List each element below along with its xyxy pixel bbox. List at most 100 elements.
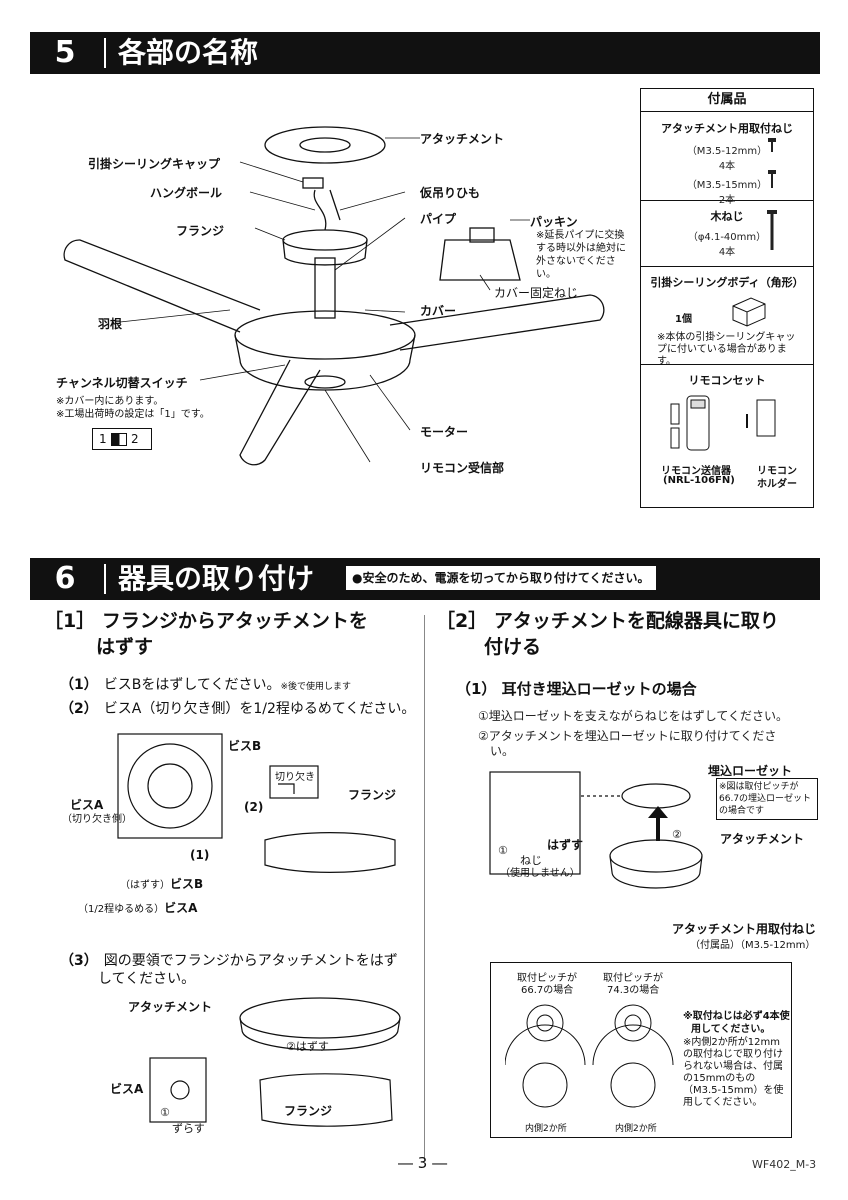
label-temp-string: 仮吊りひも (420, 186, 481, 200)
pitch-note-2: ※内側2か所が12mmの取付ねじで取り付けられない場合は、付属の15mmのもの（… (683, 1037, 784, 1108)
accessories-box: 付属品 アタッチメント用取付ねじ （M3.5-12mm） 4本 （M3.5-15… (640, 88, 814, 508)
switch-pos-1: 1 (99, 432, 107, 446)
fig3-flange: フランジ (284, 1104, 333, 1118)
label-pipe: パイプ (420, 212, 457, 226)
label-channel-switch: チャンネル切替スイッチ (56, 376, 188, 390)
remote-icon (670, 395, 776, 451)
wood-screw-icon (767, 210, 777, 250)
step1-substep-3: （3）図の要領でフランジからアタッチメントをはず (60, 952, 398, 970)
step2-note-1: ①埋込ローゼットを支えながらねじをはずしてください。 (478, 709, 789, 723)
screw-title: アタッチメント用取付ねじ (661, 122, 793, 135)
section5-bar: 5 各部の名称 (30, 32, 820, 74)
fig-attachment: アタッチメント (720, 832, 805, 846)
fig-circle1: ① (498, 844, 508, 857)
section6-title: 器具の取り付け (118, 562, 315, 595)
ceiling-body-title: 引掛シーリングボディ（角形） (650, 276, 804, 289)
step1-heading-2: はずす (96, 636, 154, 658)
fig-loosen-a-pre: （1/2程ゆるめる） (78, 904, 165, 915)
fan-diagram (63, 126, 605, 466)
section5-title: 各部の名称 (118, 36, 259, 69)
accessory-wood-screw: 木ねじ （φ4.1-40mm） 4本 (641, 200, 813, 267)
holder-label-2: ホルダー (757, 479, 797, 490)
fig-remove-b-label: ビスB (170, 877, 204, 891)
section-divider (104, 564, 106, 594)
ceiling-body-qty: 1個 (675, 314, 692, 325)
fig-loosen-a: （1/2程ゆるめる）ビスA (78, 899, 197, 916)
label-hang-ball: ハングボール (150, 186, 223, 200)
section-divider (104, 38, 106, 68)
wood-screw-qty: 4本 (718, 247, 736, 258)
fig-remove-b-pre: （はずす） (120, 880, 170, 891)
fig-circle2: ② (672, 828, 682, 841)
doc-code: WF402_M-3 (752, 1158, 817, 1171)
blade-front (239, 359, 321, 466)
inner-1: 内側2か所 (525, 1124, 567, 1134)
fig3-attachment: アタッチメント (128, 1000, 213, 1014)
label-packing: パッキン (530, 215, 578, 229)
column-divider (424, 615, 425, 1160)
wood-screw-spec: （φ4.1-40mm） (687, 232, 767, 243)
blade-right (389, 294, 605, 351)
fig-notch: 切り欠き (275, 772, 315, 783)
screw1-spec: （M3.5-12mm） (686, 146, 768, 157)
fig-flange: フランジ (348, 788, 397, 802)
step1-substep-3b: してください。 (98, 971, 196, 987)
pitch1-a: 取付ピッチが (517, 973, 577, 984)
fig-rosette: 埋込ローゼット (708, 764, 793, 778)
screw-icon (768, 138, 776, 188)
step1-heading-1: ［1］ フランジからアタッチメントを (44, 610, 368, 632)
step2-note-2b: い。 (490, 744, 515, 758)
pitch2-b: 74.3の場合 (607, 985, 660, 996)
label-receiver: リモコン受信部 (420, 461, 505, 475)
fig3-slide-num: ① (160, 1106, 170, 1119)
pitch-note-1a: ※取付ねじは必ず4本使 (683, 1011, 790, 1022)
screw2-qty: 2本 (718, 195, 736, 206)
screw2-spec: （M3.5-15mm） (686, 180, 768, 191)
step2-sub-heading: （1） 耳付き埋込ローゼットの場合 (456, 680, 697, 698)
section6-number: 6 (54, 561, 76, 596)
section5-number: 5 (54, 35, 76, 70)
wood-screw-title: 木ねじ (710, 210, 744, 223)
section6-bar: 6 器具の取り付け ●安全のため、電源を切ってから取り付けてください。 (30, 558, 820, 600)
pitch-note-1b: 用してください。 (691, 1024, 771, 1035)
label-blade: 羽根 (98, 317, 123, 331)
packing-note: ※延長パイプに交換する時以外は絶対に外さないでください。 (536, 230, 626, 280)
switch-slider-icon (111, 433, 127, 446)
safety-warning: ●安全のため、電源を切ってから取り付けてください。 (346, 566, 656, 590)
fig-bisA-sub: （切り欠き側） (62, 814, 132, 825)
blade-left (63, 239, 261, 333)
inner-2: 内側2か所 (615, 1124, 657, 1134)
remote-set-title: リモコンセット (688, 374, 766, 387)
substep-1-text: ビスBをはずしてください。 (103, 677, 281, 693)
pitch-diagrams (505, 1004, 674, 1108)
fig3-remove: ②はずす (286, 1040, 329, 1053)
label-attachment: アタッチメント (420, 132, 505, 146)
fig-rosette-note: ※図は取付ピッチが66.7の埋込ローゼットの場合です (716, 778, 818, 820)
fig-attach-screw-sub: （付属品）（M3.5-12mm） (690, 940, 816, 951)
label-motor: モーター (420, 425, 469, 439)
substep-1-num: （1） (60, 677, 98, 693)
screw1-qty: 4本 (718, 161, 736, 172)
fig-bisA: ビスA (70, 798, 104, 812)
label-cover: カバー (420, 304, 457, 318)
ceiling-body-note: ※本体の引掛シーリングキャップに付いている場合があります。 (657, 332, 796, 367)
fig3-slide: ずらす (172, 1122, 205, 1135)
remote-model: (NRL-106FN) (663, 475, 735, 486)
page-number: ― 3 ― (398, 1154, 448, 1172)
channel-switch-illustration: 1 2 (92, 428, 152, 450)
step2-heading-1: ［2］ アタッチメントを配線器具に取り (436, 610, 779, 632)
pitch2-a: 取付ピッチが (603, 973, 663, 984)
attachment-plate (264, 126, 386, 164)
remote-label: リモコン送信器 (661, 466, 731, 477)
accessory-remote-set: リモコンセット リモコン送信器 (NRL-106FN) リモコン ホルダー (641, 364, 813, 506)
flange-remove-figure (117, 733, 396, 873)
fig-step1-mark: (1) (190, 848, 210, 862)
channel-note-2: ※工場出荷時の設定は「1」です。 (56, 409, 210, 420)
accessory-ceiling-body: 引掛シーリングボディ（角形） 1個 ※本体の引掛シーリングキャップに付いている場… (641, 266, 813, 367)
accessory-screws: アタッチメント用取付ねじ （M3.5-12mm） 4本 （M3.5-15mm） … (641, 112, 813, 206)
label-flange: フランジ (176, 224, 225, 238)
fig-screw: ねじ (520, 854, 542, 867)
rosette-attach-figure (489, 771, 703, 889)
pitch1-b: 66.7の場合 (521, 985, 574, 996)
substep-3-num: （3） (60, 953, 98, 969)
